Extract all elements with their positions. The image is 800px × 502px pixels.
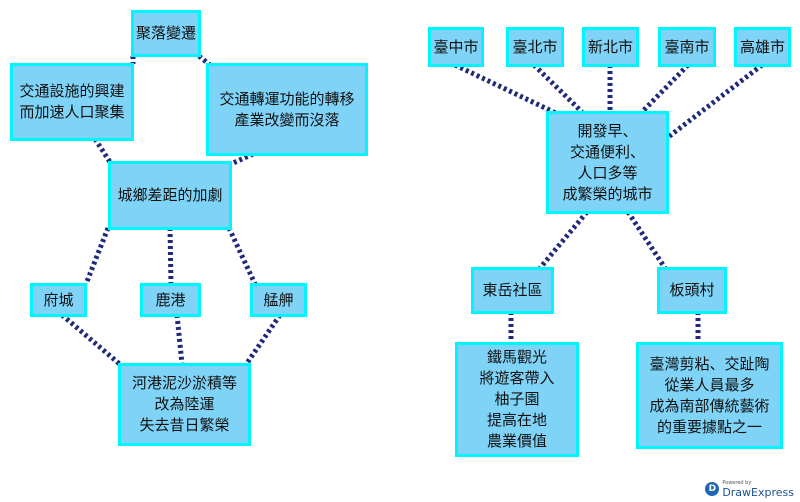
powered-by-label: Powered by (722, 480, 752, 486)
connector (665, 63, 764, 140)
drawexpress-branding: D Powered by DrawExpress (705, 479, 794, 498)
node-tainan[interactable]: 臺南市 (658, 27, 716, 67)
node-bantou-detail[interactable]: 臺灣剪粘、交趾陶 從業人員最多 成為南部傳統藝術 的重要據點之一 (636, 342, 783, 449)
node-transport-shift[interactable]: 交通轉運功能的轉移 產業改變而沒落 (206, 63, 368, 156)
connector (197, 54, 212, 67)
node-settlement-change[interactable]: 聚落變遷 (131, 10, 201, 57)
connector (174, 314, 185, 365)
connector (625, 210, 668, 270)
connector (83, 227, 111, 285)
connector (92, 137, 113, 164)
connector (538, 210, 589, 270)
node-new-taipei[interactable]: 新北市 (582, 27, 639, 67)
node-taichung[interactable]: 臺中市 (428, 27, 484, 67)
node-urban-rural-gap[interactable]: 城鄉差距的加劇 (108, 161, 232, 230)
drawexpress-logo-icon: D (705, 481, 720, 496)
connector (167, 227, 174, 285)
node-dongyue-detail[interactable]: 鐵馬觀光 將遊客帶入 柚子園 提高在地 農業價值 (455, 342, 579, 457)
node-prosperous-city[interactable]: 開發早、 交通便利、 人口多等 成繁榮的城市 (546, 111, 669, 214)
connector (60, 313, 124, 368)
node-fucheng[interactable]: 府城 (30, 283, 87, 317)
connector (453, 62, 564, 119)
brand-name: DrawExpress (722, 486, 794, 499)
node-bantou[interactable]: 板頭村 (657, 267, 727, 314)
connector (532, 63, 584, 114)
connector (242, 313, 283, 368)
node-river-port-result[interactable]: 河港泥沙淤積等 改為陸運 失去昔日繁榮 (118, 363, 251, 446)
node-transport-build[interactable]: 交通設施的興建 而加速人口聚集 (10, 63, 134, 141)
node-monga[interactable]: 艋舺 (250, 283, 307, 317)
connector (226, 226, 258, 286)
node-lukang[interactable]: 鹿港 (140, 283, 201, 317)
connector (640, 63, 690, 114)
node-kaohsiung[interactable]: 高雄市 (734, 27, 791, 67)
connector (229, 151, 255, 167)
node-dongyue[interactable]: 東岳社區 (471, 267, 554, 314)
node-taipei[interactable]: 臺北市 (506, 27, 564, 67)
